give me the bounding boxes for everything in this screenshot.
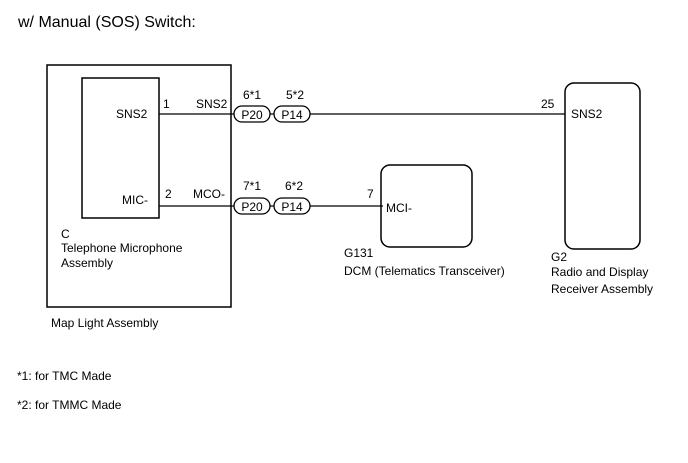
mco-conn1-name: P20 bbox=[241, 200, 263, 214]
sns2-conn2-name: P14 bbox=[281, 108, 303, 122]
footnote-1: *1: for TMC Made bbox=[17, 369, 112, 383]
radio-name-line2: Receiver Assembly bbox=[551, 282, 653, 296]
sns2-connector-p20: P20 bbox=[233, 105, 271, 123]
mco-connector-p14: P14 bbox=[273, 197, 311, 215]
microphone-assembly-box bbox=[81, 77, 160, 219]
map-light-assembly-box bbox=[46, 64, 232, 308]
dcm-pin-label: MCI- bbox=[386, 201, 412, 215]
mco-dest-pin-number: 7 bbox=[367, 187, 374, 201]
diagram-title: w/ Manual (SOS) Switch: bbox=[17, 14, 196, 31]
dcm-box bbox=[380, 164, 473, 248]
mic-pin-mic-label: MIC- bbox=[122, 193, 148, 207]
mic-connector-code: C bbox=[61, 227, 70, 241]
radio-name-line1: Radio and Display bbox=[551, 265, 648, 279]
sns2-conn1-name: P20 bbox=[241, 108, 263, 122]
sns2-signal-label: SNS2 bbox=[196, 97, 228, 111]
sns2-connector-p14: P14 bbox=[273, 105, 311, 123]
mco-pin-number: 2 bbox=[165, 187, 172, 201]
dcm-name: DCM (Telematics Transceiver) bbox=[344, 264, 505, 278]
sns2-conn1-pin: 6*1 bbox=[243, 88, 261, 102]
mco-conn1-pin: 7*1 bbox=[243, 179, 261, 193]
mco-connector-p20: P20 bbox=[233, 197, 271, 215]
mic-name-line1: Telephone Microphone bbox=[61, 241, 183, 255]
dcm-code: G131 bbox=[344, 246, 374, 260]
radio-receiver-box bbox=[564, 82, 641, 250]
sns2-conn2-pin: 5*2 bbox=[286, 88, 304, 102]
mco-signal-label: MCO- bbox=[193, 187, 225, 201]
mco-conn2-pin: 6*2 bbox=[285, 179, 303, 193]
map-light-assembly-label: Map Light Assembly bbox=[51, 316, 158, 330]
footnote-2: *2: for TMMC Made bbox=[17, 398, 122, 412]
sns2-pin-number: 1 bbox=[163, 97, 170, 111]
radio-pin-label: SNS2 bbox=[571, 107, 603, 121]
radio-code: G2 bbox=[551, 250, 567, 264]
mic-pin-sns2-label: SNS2 bbox=[116, 107, 148, 121]
mco-conn2-name: P14 bbox=[281, 200, 303, 214]
mic-name-line2: Assembly bbox=[61, 256, 113, 270]
sns2-dest-pin-number: 25 bbox=[541, 97, 555, 111]
